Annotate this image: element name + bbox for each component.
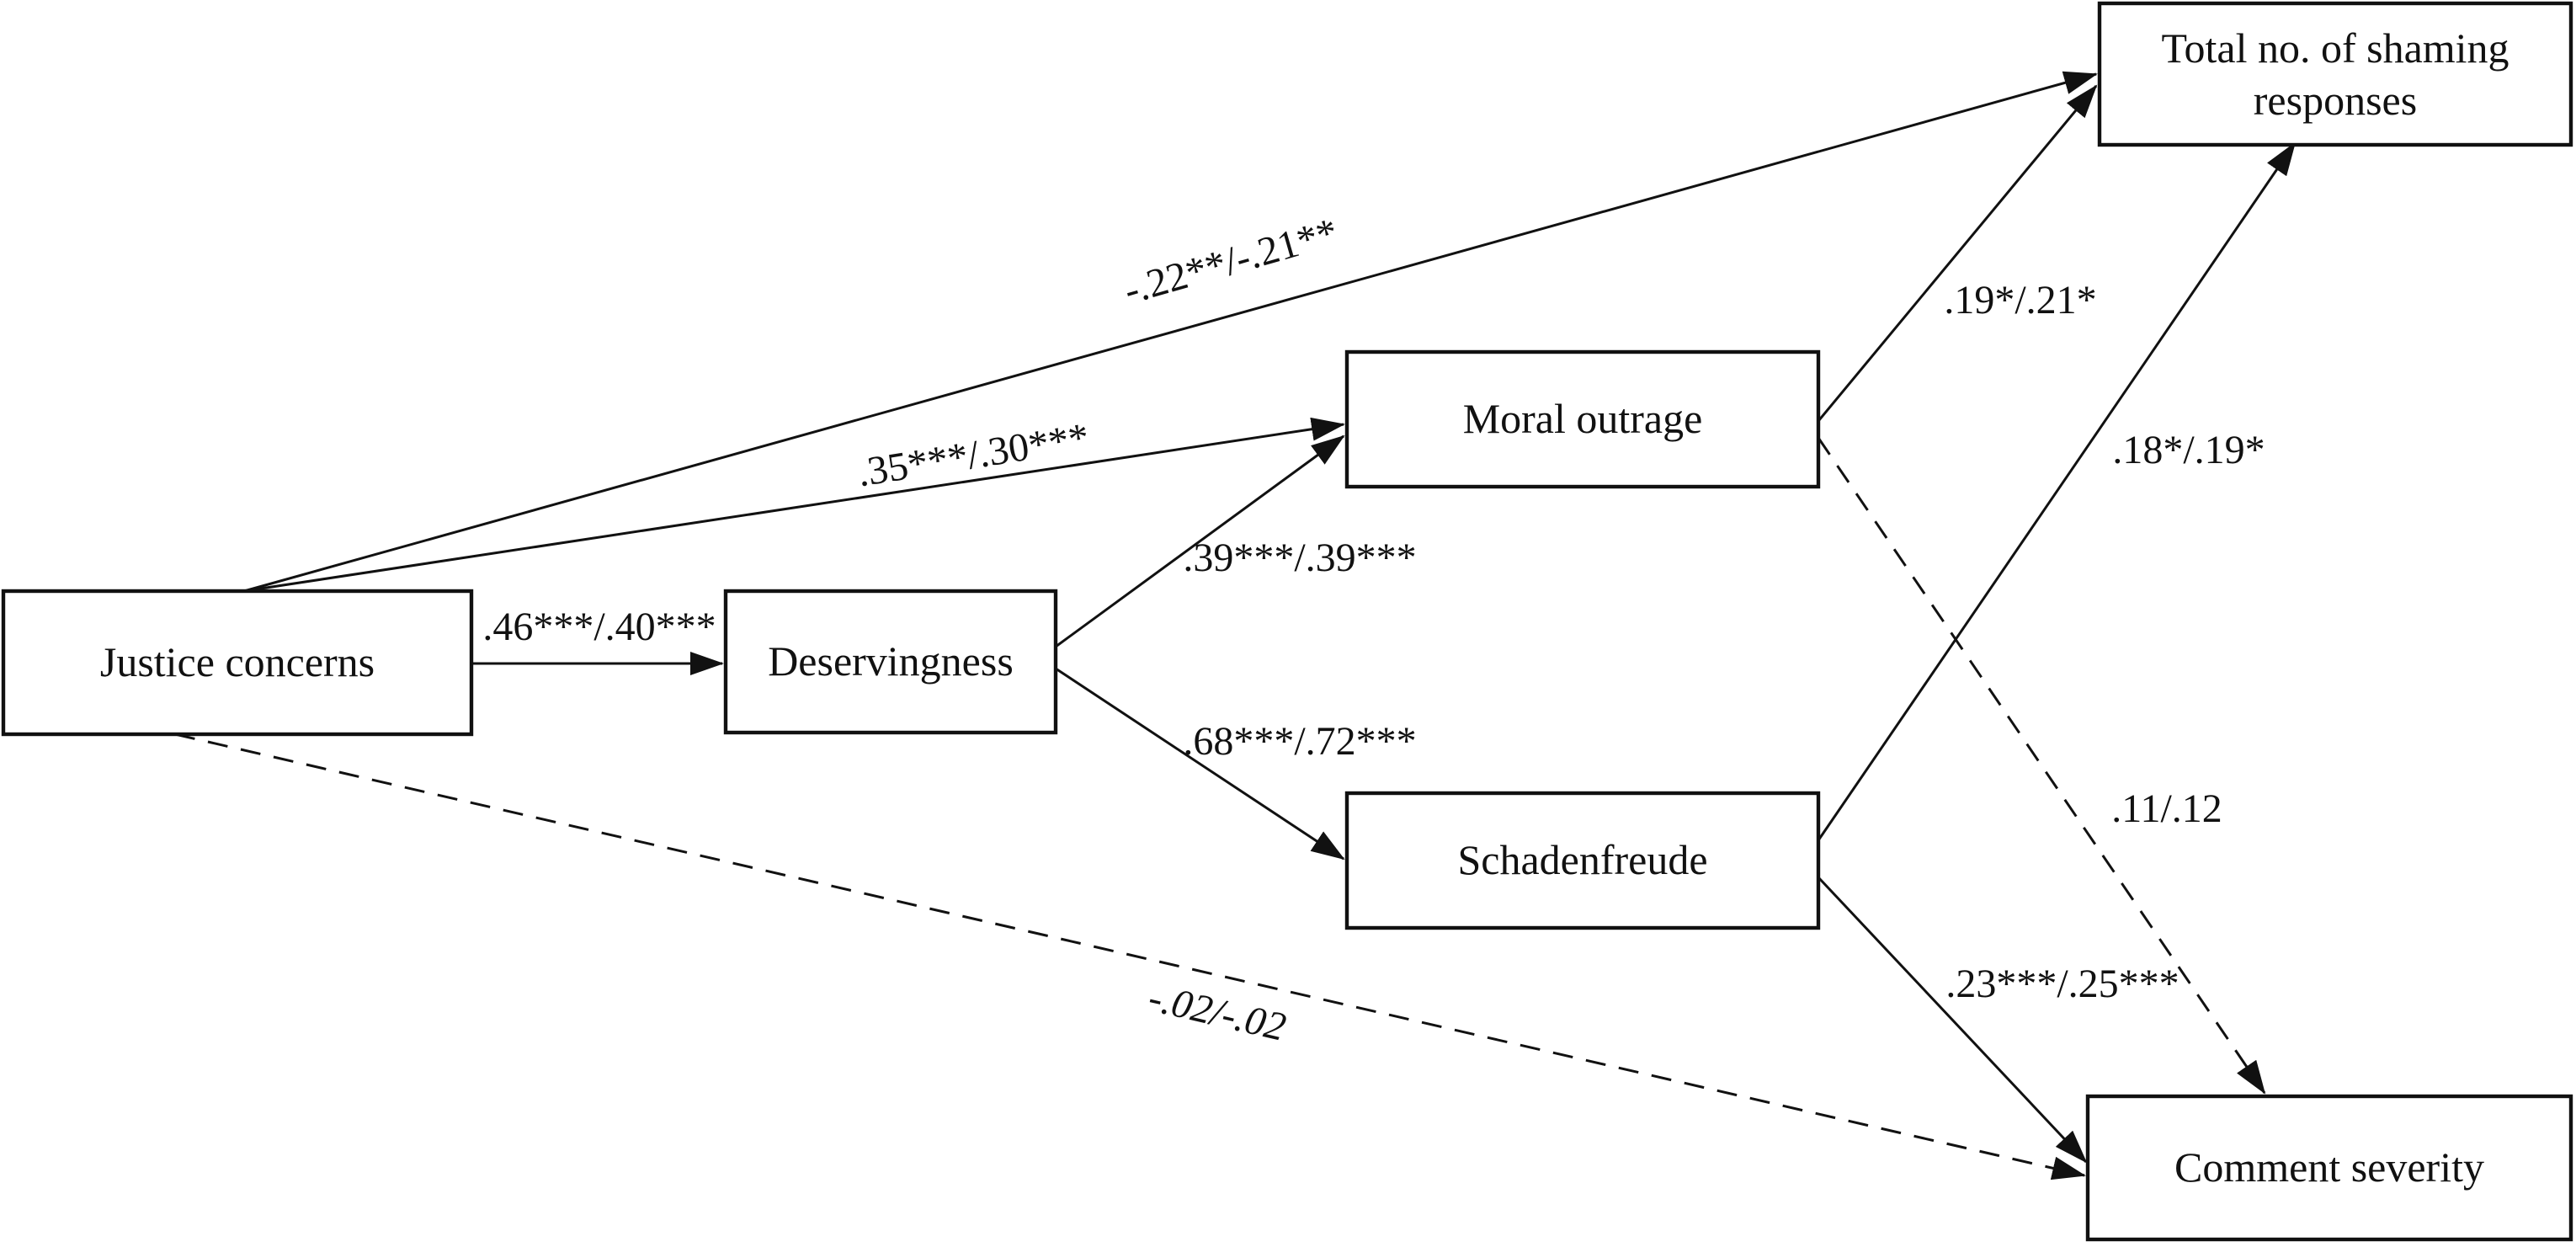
node-box-deservingness xyxy=(723,589,1058,735)
edge-jc-to-shaming xyxy=(243,71,2098,593)
edge-label-jc-to-shaming: -.22**/-.21** xyxy=(1119,210,1343,313)
node-moral-outrage: Moral outrage xyxy=(1344,349,1821,489)
node-schadenfreude: Schadenfreude xyxy=(1344,791,1821,930)
edges-layer xyxy=(174,71,2297,1180)
edge-label-schaden-to-severity: .23***/.25*** xyxy=(1945,962,2179,1006)
node-label-comment-severity: Comment severity xyxy=(2174,1143,2484,1191)
edge-schaden-to-shaming xyxy=(1817,141,2297,841)
node-label-justice-concerns: Justice concerns xyxy=(100,638,375,685)
node-justice-concerns: Justice concerns xyxy=(1,589,474,737)
node-deservingness: Deservingness xyxy=(723,589,1058,735)
node-box-justice-concerns xyxy=(1,589,474,737)
edge-label-jc-to-deserving: .46***/.40*** xyxy=(482,605,716,649)
node-label-schadenfreude: Schadenfreude xyxy=(1457,836,1707,883)
node-box-shaming-responses xyxy=(2097,1,2573,147)
edge-label-moral-to-severity: .11/.12 xyxy=(2111,786,2222,831)
edge-label-deserving-to-schaden: .68***/.72*** xyxy=(1183,719,1416,764)
edge-schaden-to-severity xyxy=(1817,876,2088,1164)
edge-deserving-to-schaden xyxy=(1055,667,1345,861)
node-comment-severity: Comment severity xyxy=(2085,1094,2573,1242)
edge-label-jc-to-moral: .35***/.30*** xyxy=(854,415,1092,496)
edge-label-deserving-to-moral: .39***/.39*** xyxy=(1183,536,1416,580)
node-box-schadenfreude xyxy=(1344,791,1821,930)
node-label-deservingness: Deservingness xyxy=(768,637,1014,685)
edge-moral-to-shaming xyxy=(1817,84,2098,422)
edge-jc-to-moral xyxy=(243,417,1345,593)
edge-deserving-to-moral xyxy=(1055,434,1345,648)
node-label-moral-outrage: Moral outrage xyxy=(1463,395,1703,442)
node-box-moral-outrage xyxy=(1344,349,1821,489)
node-box-comment-severity xyxy=(2085,1094,2573,1242)
edge-label-moral-to-shaming: .19*/.21* xyxy=(1944,278,2096,322)
edge-jc-to-severity xyxy=(174,733,2086,1180)
edge-label-schaden-to-shaming: .18*/.19* xyxy=(2112,428,2265,472)
